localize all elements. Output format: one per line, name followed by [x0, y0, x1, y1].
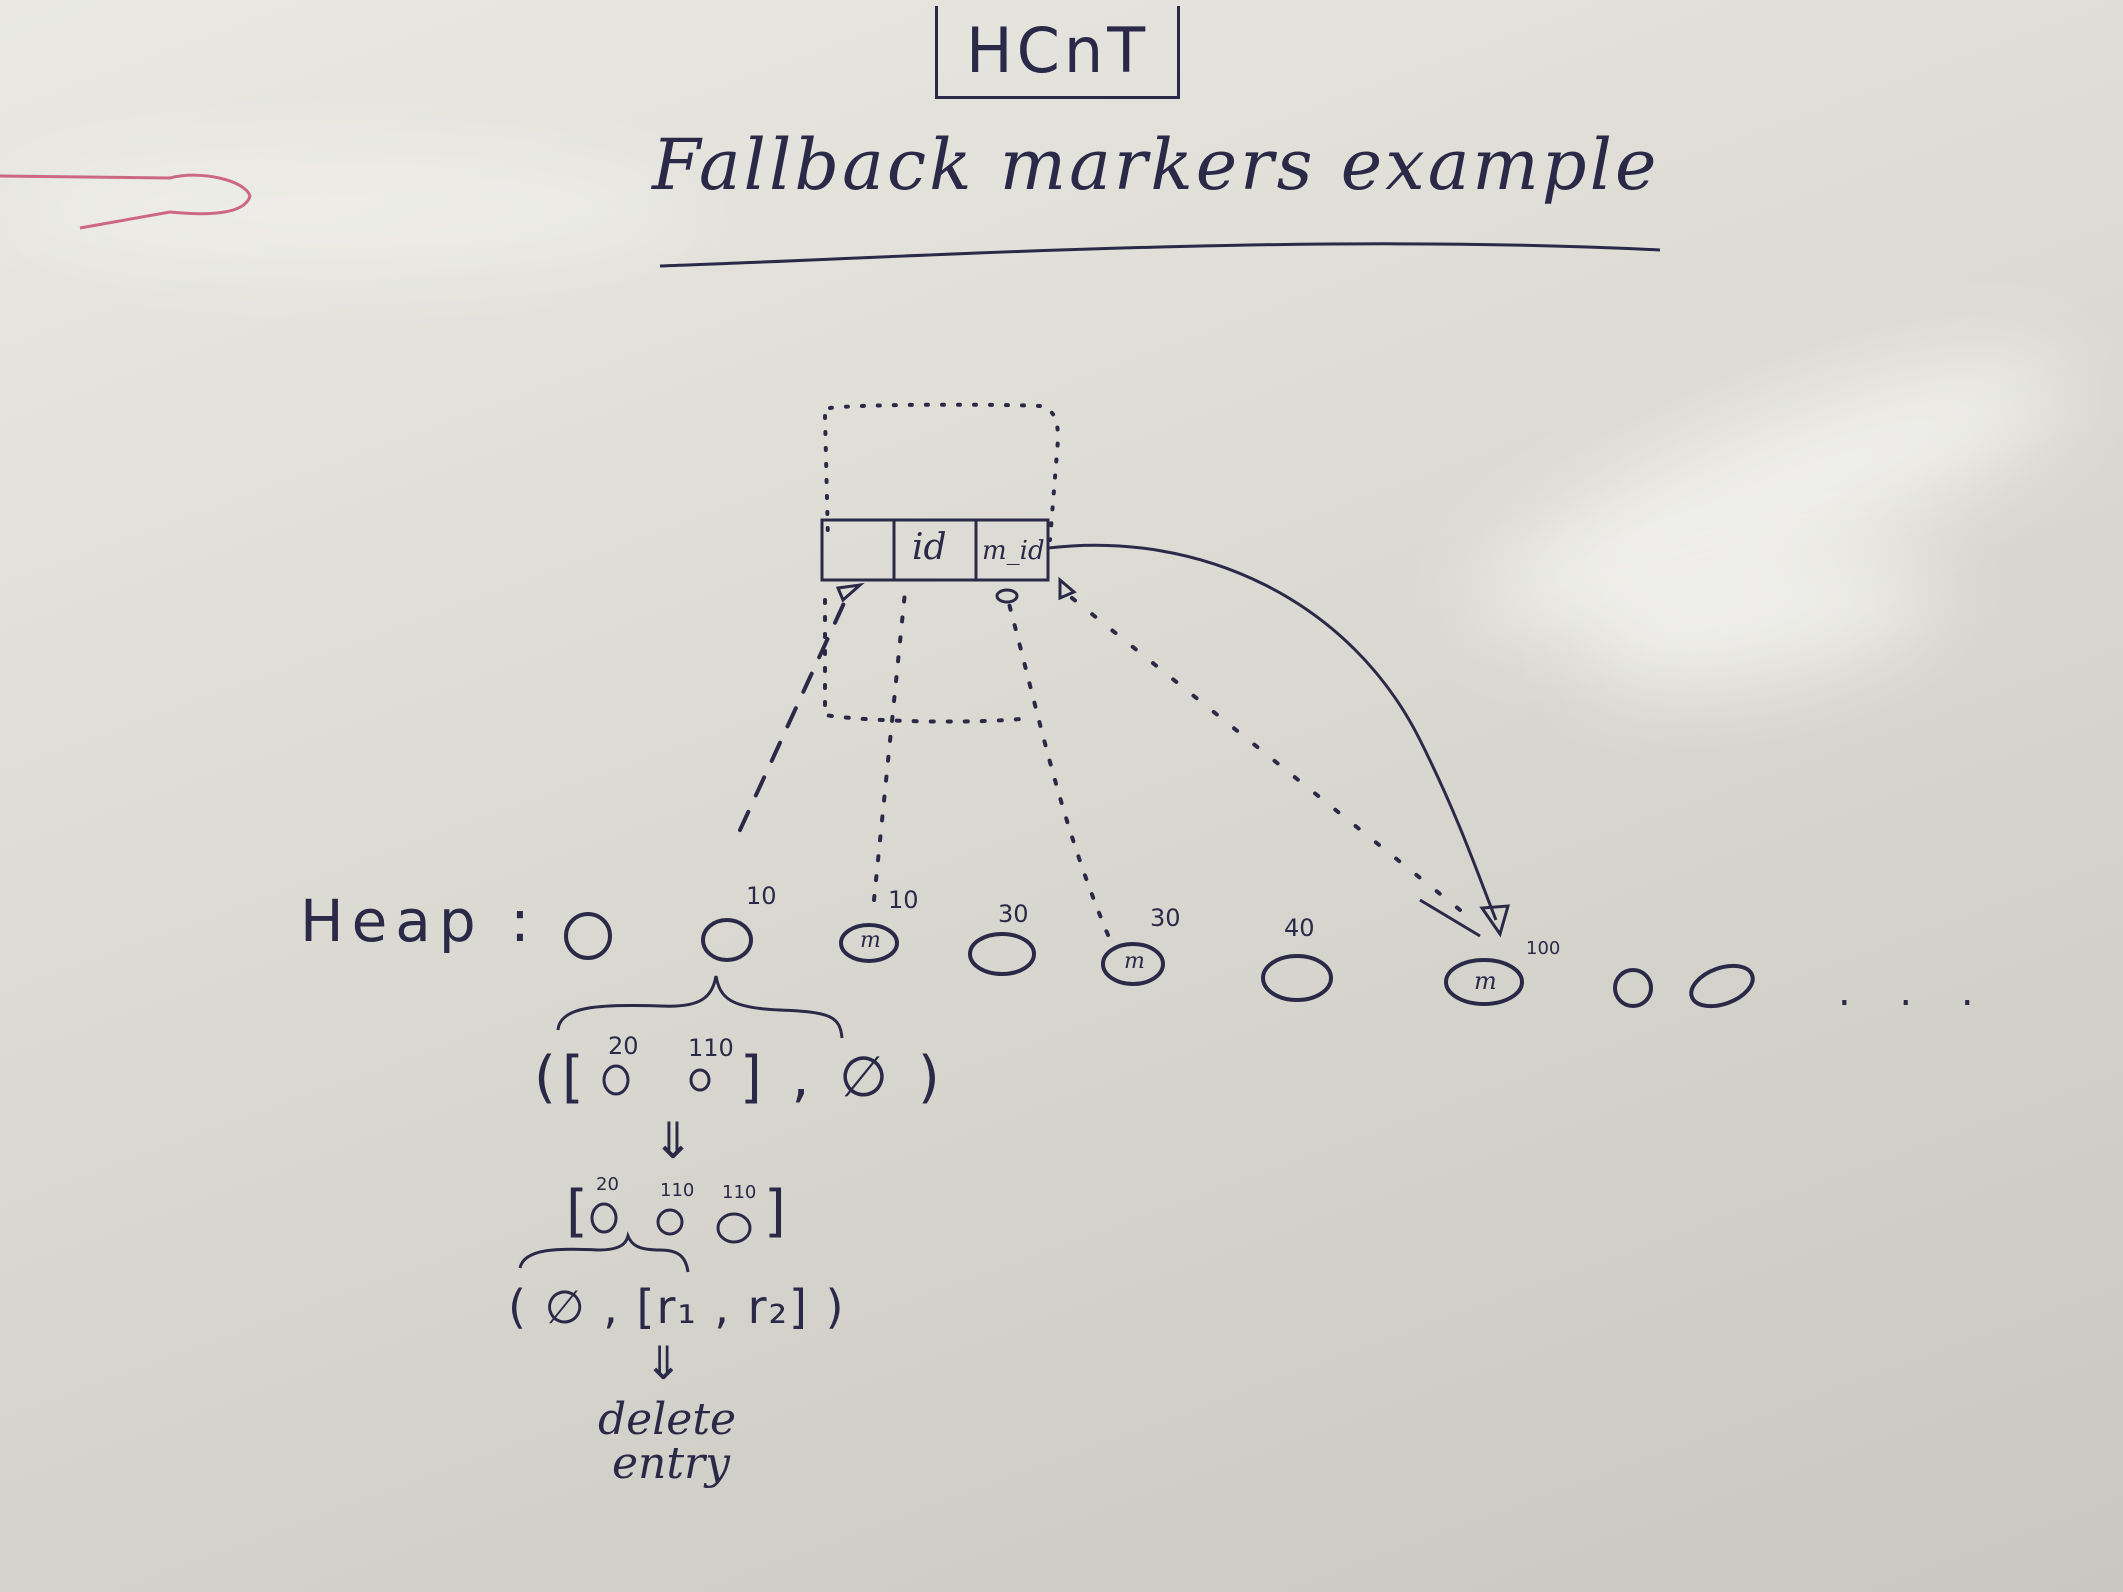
heap-node-marked: [1444, 958, 1524, 1006]
marker-glyph: m: [860, 928, 881, 953]
result-line-2: entry: [612, 1438, 730, 1489]
heap-value: 10: [888, 886, 919, 914]
heap-value: 40: [1284, 914, 1315, 942]
heap-label: Heap :: [300, 887, 538, 955]
list-open: [: [566, 1179, 594, 1244]
marker-glyph: m: [1124, 949, 1145, 974]
heap-node: [564, 912, 612, 960]
heap-value: 100: [1526, 938, 1561, 959]
list-node-marked: [716, 1212, 752, 1244]
curly-brace: [556, 975, 844, 1039]
arrow-head: [1479, 904, 1511, 938]
dotted-box-bottom: [823, 598, 1032, 724]
page-title: Fallback markers example: [652, 124, 1660, 206]
heap-node: [1613, 968, 1653, 1008]
arrow-head: [1058, 576, 1077, 601]
marker-glyph: m: [1474, 967, 1497, 995]
tuple-value: 110: [688, 1034, 734, 1062]
tuple-second: ( ∅ , [r₁ , r₂] ): [508, 1280, 846, 1334]
list-node: [656, 1208, 684, 1236]
pointer-stroke: [1419, 898, 1481, 938]
heap-node: [968, 932, 1036, 976]
tuple-open: ([: [534, 1045, 590, 1110]
list-value: 110: [722, 1182, 757, 1203]
heap-node: [1689, 963, 1755, 1009]
tuple-node: [689, 1068, 711, 1092]
heap-ellipsis: . . .: [1838, 969, 1992, 1015]
list-value: 110: [660, 1180, 695, 1201]
title-underline: [659, 242, 1661, 268]
marker-small-circle: [995, 588, 1019, 604]
heap-value: 30: [1150, 904, 1181, 932]
dotted-box-top: [823, 402, 1061, 542]
list-close: ]: [764, 1179, 792, 1244]
derivation-arrow: ⇓: [652, 1112, 694, 1170]
derivation-arrow: ⇓: [644, 1336, 683, 1390]
tuple-close: ] , ∅ ): [740, 1045, 946, 1110]
board-glare: [0, 150, 700, 270]
heap-value: 30: [998, 900, 1029, 928]
pointer-line: [1006, 598, 1110, 937]
heap-nodes: [564, 912, 1755, 1009]
pointer-line: [872, 590, 907, 902]
result-line-1: delete: [598, 1394, 737, 1445]
heap-node: [1261, 954, 1333, 1002]
list-value: 20: [596, 1174, 619, 1195]
pointer-line: [1060, 588, 1462, 912]
arrow-head: [835, 582, 865, 603]
m-id-arrow: [1047, 543, 1498, 921]
struct-outline: [820, 518, 1050, 582]
heap-value: 10: [746, 882, 777, 910]
struct-cell-id: id: [912, 527, 947, 568]
tuple-node: [602, 1064, 630, 1096]
heap-node-marked: [1101, 942, 1165, 986]
title-box: HCnT: [935, 6, 1181, 99]
heap-node: [701, 918, 753, 962]
list-node: [590, 1202, 618, 1234]
red-scribble: [0, 173, 252, 230]
struct-cell-m-id: m_id: [982, 536, 1045, 566]
pointer-line: [738, 588, 852, 832]
heap-node-marked: [839, 923, 899, 963]
curly-brace: [518, 1231, 690, 1273]
tuple-value: 20: [608, 1032, 639, 1060]
box-title: HCnT: [966, 14, 1150, 87]
